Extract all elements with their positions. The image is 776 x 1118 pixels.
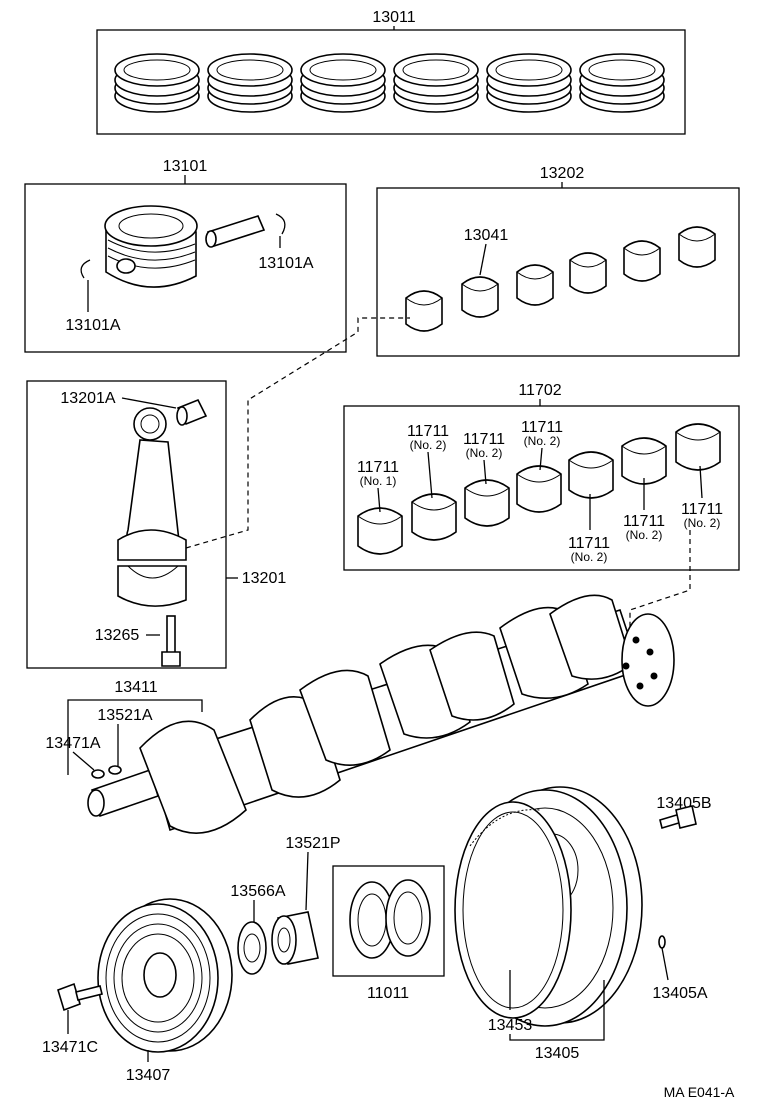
label-11711-no1-sub: (No. 1) [360,474,397,488]
snap-ring-left-icon [80,259,91,279]
label-13521P: 13521P [285,835,340,852]
thrust-washer-box [332,865,445,977]
key-icon [91,769,105,779]
piston-group: 13101 13101A 13101A [24,158,347,353]
label-13471A: 13471A [45,735,100,752]
label-11711-b: 11711 [463,431,505,448]
key-icon-2 [108,765,122,775]
label-11711-c: 11711 [521,419,563,436]
label-11711-no1: 11711 [357,459,399,476]
label-11711-a-sub: (No. 2) [410,438,447,452]
label-11711-e-sub: (No. 2) [626,528,663,542]
label-13041: 13041 [464,227,509,244]
conrod-bearing-shells [405,226,716,332]
ring-gear-icon [454,801,572,1019]
thrust-washer-icon [349,879,431,959]
conrod-bearing-group: 13202 13041 [376,165,740,357]
label-13411: 13411 [114,679,157,696]
label-13101A-left: 13101A [65,317,120,334]
label-13471C: 13471C [42,1039,98,1056]
oil-pump-drive-gear-icon [237,921,267,975]
crankshaft-group: 13411 13521A 13471A [45,594,675,834]
label-13101: 13101 [163,158,208,175]
connecting-rod-group: 13201A 13201 13265 [26,317,410,669]
piston-ring-set-group: 13011 [96,9,686,135]
snap-ring-right-icon [275,213,286,235]
label-11711-f: 11711 [681,501,723,518]
label-11711-d: 11711 [568,535,610,552]
label-13011: 13011 [372,9,415,26]
main-bearing-shells [357,423,721,555]
timing-gear-group: 13521P 13566A [230,835,341,975]
flywheel-bolt-icon [659,805,697,830]
label-11711-f-sub: (No. 2) [684,516,721,530]
connecting-rod-icon [117,407,187,607]
main-bearing-group: 11702 11711 (No. 1) 11711 (No. 2) 11711 … [343,382,740,632]
label-11702: 11702 [518,382,561,399]
label-13407: 13407 [126,1067,171,1084]
crank-pulley-group: 13471C 13407 [42,898,233,1084]
flywheel-group: 13405B 13405A 13453 13405 [454,786,712,1062]
crank-gear-icon [271,911,319,965]
label-13265: 13265 [95,627,140,644]
label-13405: 13405 [535,1045,580,1062]
label-11711-e: 11711 [623,513,665,530]
label-11711-c-sub: (No. 2) [524,434,561,448]
ring-stack [114,53,665,113]
label-13202: 13202 [540,165,585,182]
label-11711-b-sub: (No. 2) [466,446,503,460]
label-11711-a: 11711 [407,423,449,440]
piston-ring-box [96,29,686,135]
conrod-bearing-box [376,187,740,357]
label-13453: 13453 [488,1017,533,1034]
piston-icon [104,205,198,288]
rod-bolt-icon [161,615,181,667]
label-11011: 11011 [367,985,409,1002]
small-end-bush-icon [176,398,208,426]
pulley-bolt-icon [57,982,103,1012]
label-13405B: 13405B [656,795,711,812]
label-13201: 13201 [242,570,287,587]
label-13405A: 13405A [652,985,707,1002]
label-13566A: 13566A [230,883,285,900]
label-13201A: 13201A [60,390,115,407]
thrust-washer-group: 11011 [332,865,445,1002]
dowel-pin-icon [658,935,666,949]
crank-pulley-icon [97,898,233,1053]
crankshaft-icon [87,594,675,834]
label-11711-d-sub: (No. 2) [571,550,608,564]
piston-pin-icon [205,215,266,248]
label-13521A: 13521A [97,707,152,724]
label-13101A-right: 13101A [258,255,313,272]
main-bearing-box [343,405,740,571]
piston-box [24,183,347,353]
diagram-code: MA E041-A [664,1084,735,1100]
connecting-rod-box [26,380,227,669]
